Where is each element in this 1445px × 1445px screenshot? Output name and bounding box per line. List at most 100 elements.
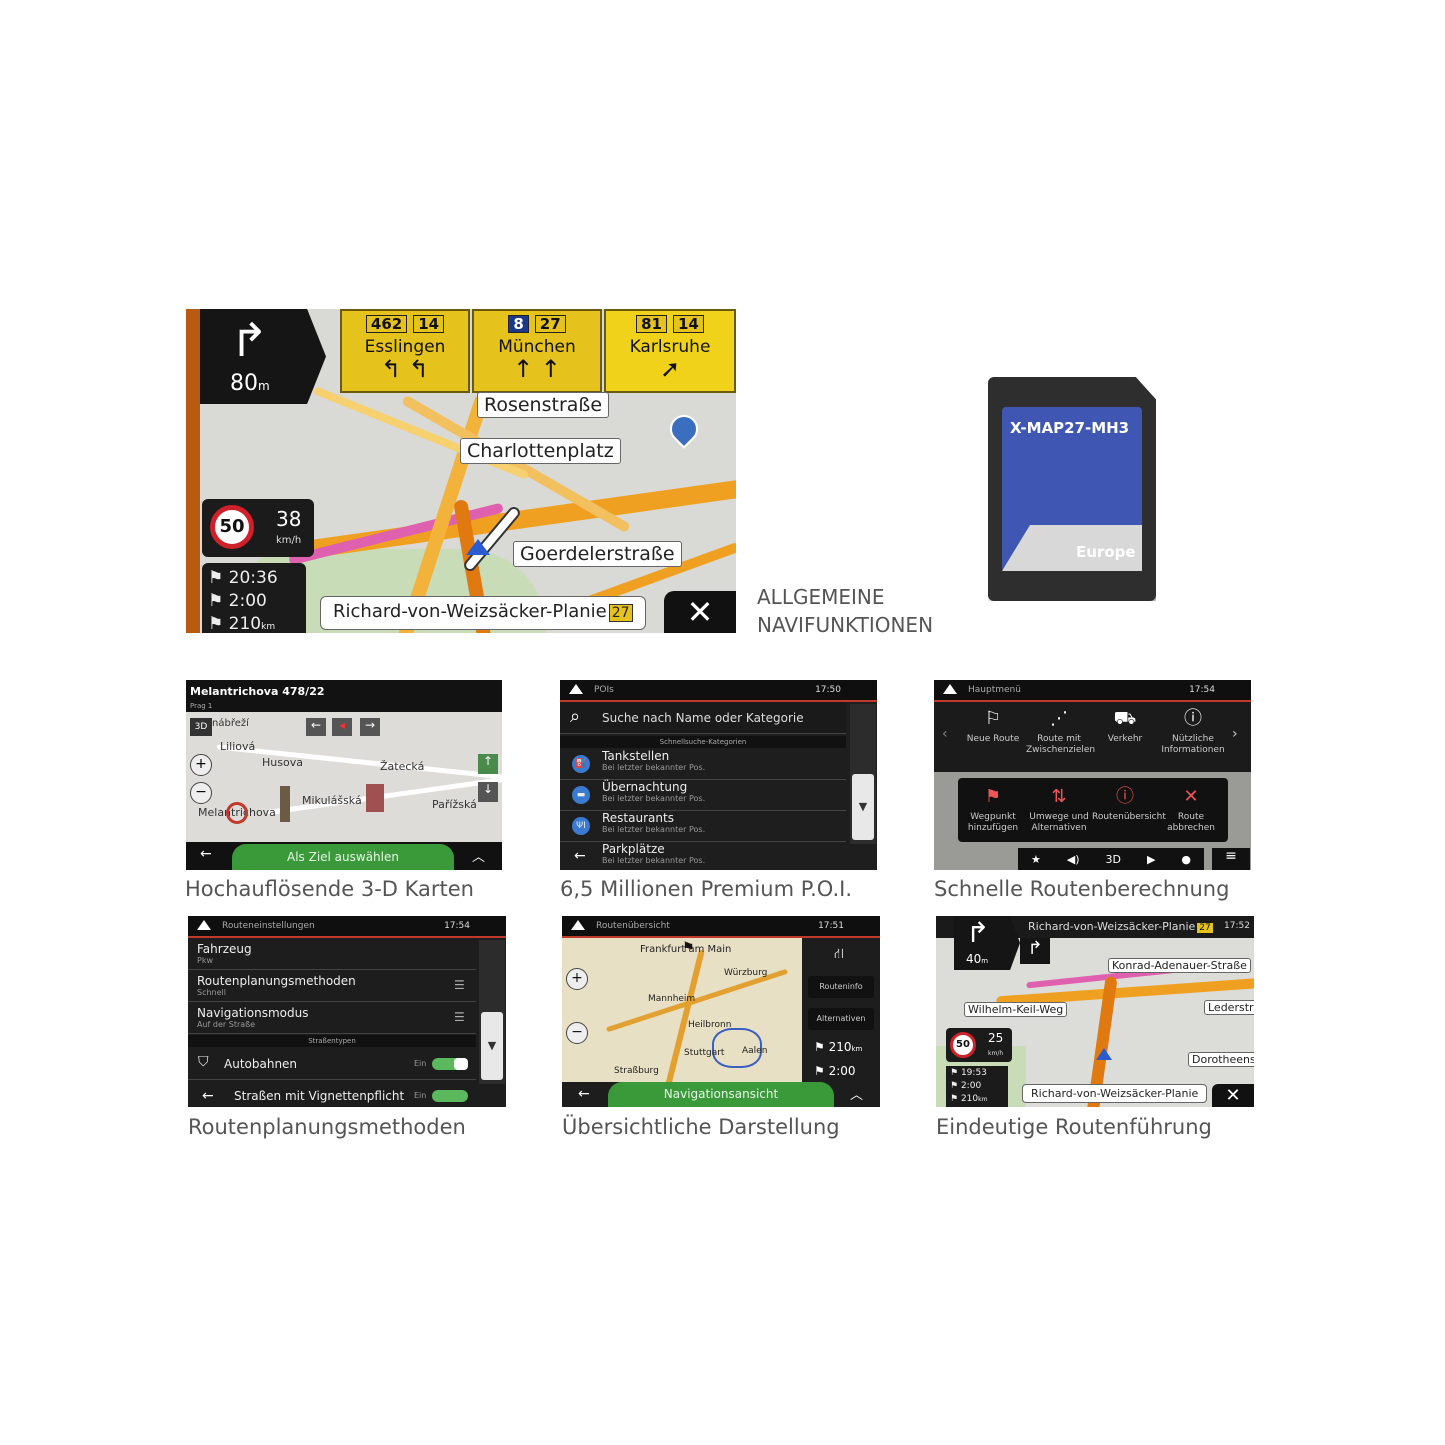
back-button[interactable]: ← — [578, 1086, 590, 1102]
sign-arrows-icon: ↑ ↑ — [513, 355, 561, 383]
search-icon: ⌕ — [570, 706, 581, 727]
poi-category-sub: Bei letzter bekannter Pos. — [602, 763, 706, 772]
tilt-up-button[interactable]: ↑ — [478, 754, 498, 774]
tile-label: Umwege und Alternativen — [1029, 812, 1089, 833]
map3d-view[interactable]: nábřeží Liliová Husova Žatecká Melantric… — [186, 712, 502, 842]
setting-value: Schnell — [197, 988, 226, 997]
scrollbar[interactable]: ▼ — [479, 940, 505, 1084]
caret-down-icon: ▼ — [487, 1039, 497, 1052]
cancel-route-button[interactable]: ✕Route abbrechen — [1158, 786, 1224, 834]
route-summary: ⚑ 210km ⚑ 2:00 — [814, 1036, 862, 1082]
current-street-number: 27 — [608, 604, 633, 622]
compass-icon: ◂ — [338, 718, 346, 732]
zoom-out-icon: − — [571, 1024, 583, 1040]
overview-map[interactable]: Frankfurt am Main Würzburg Mannheim Heil… — [562, 938, 802, 1087]
chevron-up-icon: ︿ — [472, 850, 486, 865]
back-arrow-icon: ← — [202, 1088, 214, 1104]
sign-arrows-icon: ↰ ↰ — [381, 355, 429, 383]
multi-route-button[interactable]: ⋰Route mit Zwischenzielen — [1026, 708, 1095, 756]
distance-flag-icon: ⚑ — [814, 1040, 825, 1054]
turn-right-arrow-icon: ↱ — [966, 916, 990, 949]
close-button[interactable]: ✕ — [1212, 1084, 1254, 1107]
clock-flag-icon: ⚑ — [208, 591, 224, 611]
clock: 17:54 — [1189, 685, 1215, 695]
menu-prev-button[interactable]: ‹ — [942, 726, 948, 742]
traffic-button[interactable]: ⛟Verkehr — [1092, 708, 1158, 745]
pan-left-button[interactable]: ← — [306, 718, 326, 736]
poi-category: Tankstellen — [602, 749, 670, 763]
remaining-distance: 210 — [960, 1094, 979, 1104]
back-button[interactable]: ← — [202, 1088, 214, 1104]
highways-toggle[interactable] — [432, 1058, 468, 1070]
select-destination-button[interactable]: Als Ziel auswählen — [232, 844, 454, 870]
tilt-down-button[interactable]: ↓ — [478, 782, 498, 802]
detours-button[interactable]: ⇅ Umwege und Alternativen — [1026, 786, 1092, 834]
back-button[interactable]: ← — [574, 848, 586, 864]
tile-label: Wegpunkt hinzufügen — [967, 812, 1019, 833]
close-button[interactable]: ✕ — [664, 591, 736, 633]
new-route-button[interactable]: ⚐Neue Route — [960, 708, 1026, 745]
scroll-down-button[interactable]: ▼ — [852, 774, 874, 840]
sd-card: X-MAP27-MH3 Europe — [988, 377, 1156, 601]
map3d-header: Melantrichova 478/22 Prag 1 — [186, 680, 502, 712]
add-waypoint-button[interactable]: ⚑Wegpunkt hinzufügen — [960, 786, 1026, 834]
list-options-icon: ☰ — [454, 1010, 465, 1024]
poi-search-input[interactable]: ⌕ Suche nach Name oder Kategorie — [560, 702, 846, 734]
place-label: Husova — [262, 756, 303, 769]
mode-3d-button[interactable]: 3D — [1105, 852, 1121, 866]
flag-icon: ⚑ — [208, 568, 224, 588]
poi-category-sub: Bei letzter bekannter Pos. — [602, 825, 706, 834]
cancel-route-icon: ✕ — [1183, 786, 1199, 807]
scroll-down-button[interactable]: ▼ — [481, 1012, 503, 1080]
speed-unit: km/h — [276, 535, 302, 546]
user-icon[interactable]: ● — [1181, 852, 1191, 866]
detour-icon: ⇅ — [1051, 786, 1067, 807]
fuel-icon: ⛽ — [572, 755, 590, 773]
rotate-button[interactable]: ◂ — [332, 718, 352, 736]
back-button[interactable]: ← — [200, 846, 212, 862]
quick-bar: ★ ◀) 3D ▶ ● — [1018, 848, 1204, 870]
route-distance-unit: km — [851, 1045, 863, 1053]
expand-button[interactable]: ︿ — [472, 846, 485, 865]
pan-right-button[interactable]: → — [360, 718, 380, 736]
trip-info-panel[interactable]: ⚑ 19:53 ⚑ 2:00 ⚑ 210km — [946, 1066, 1008, 1107]
volume-icon[interactable]: ◀) — [1066, 852, 1080, 866]
hamburger-menu-button[interactable]: ≡ — [1212, 848, 1250, 870]
trip-info-panel[interactable]: ⚑ 20:36 ⚑ 2:00 ⚑ 210km — [202, 563, 306, 633]
alternatives-button[interactable]: Alternativen — [808, 1008, 874, 1030]
toggle-row-vignette[interactable]: Straßen mit Vignettenpflicht Ein — [188, 1080, 476, 1107]
zoom-in-button[interactable]: + — [566, 968, 588, 990]
star-icon[interactable]: ★ — [1030, 852, 1041, 866]
current-street-name: Richard-von-Weizsäcker-Planie — [333, 601, 607, 622]
street-label: Wilhelm-Keil-Weg — [964, 1002, 1068, 1017]
vignette-toggle[interactable] — [432, 1090, 468, 1102]
scrollbar[interactable]: ▼ — [850, 704, 876, 844]
toggle-row-highways[interactable]: ⛉ Autobahnen Ein — [188, 1048, 476, 1080]
zoom-in-button[interactable]: + — [190, 754, 212, 776]
navigation-view-button[interactable]: Navigationsansicht — [608, 1082, 834, 1107]
chevron-right-icon: › — [1232, 726, 1238, 742]
menu-next-button[interactable]: › — [1232, 726, 1238, 742]
play-icon[interactable]: ▶ — [1146, 852, 1156, 866]
mode-3d-button[interactable]: 3D — [190, 718, 212, 736]
expand-button[interactable]: ︿ — [850, 1084, 863, 1103]
info-icon: ⓘ — [1184, 708, 1202, 729]
zoom-out-button[interactable]: − — [190, 782, 212, 804]
zoom-out-button[interactable]: − — [566, 1022, 588, 1044]
route-info-button[interactable]: Routeninfo — [808, 976, 874, 998]
